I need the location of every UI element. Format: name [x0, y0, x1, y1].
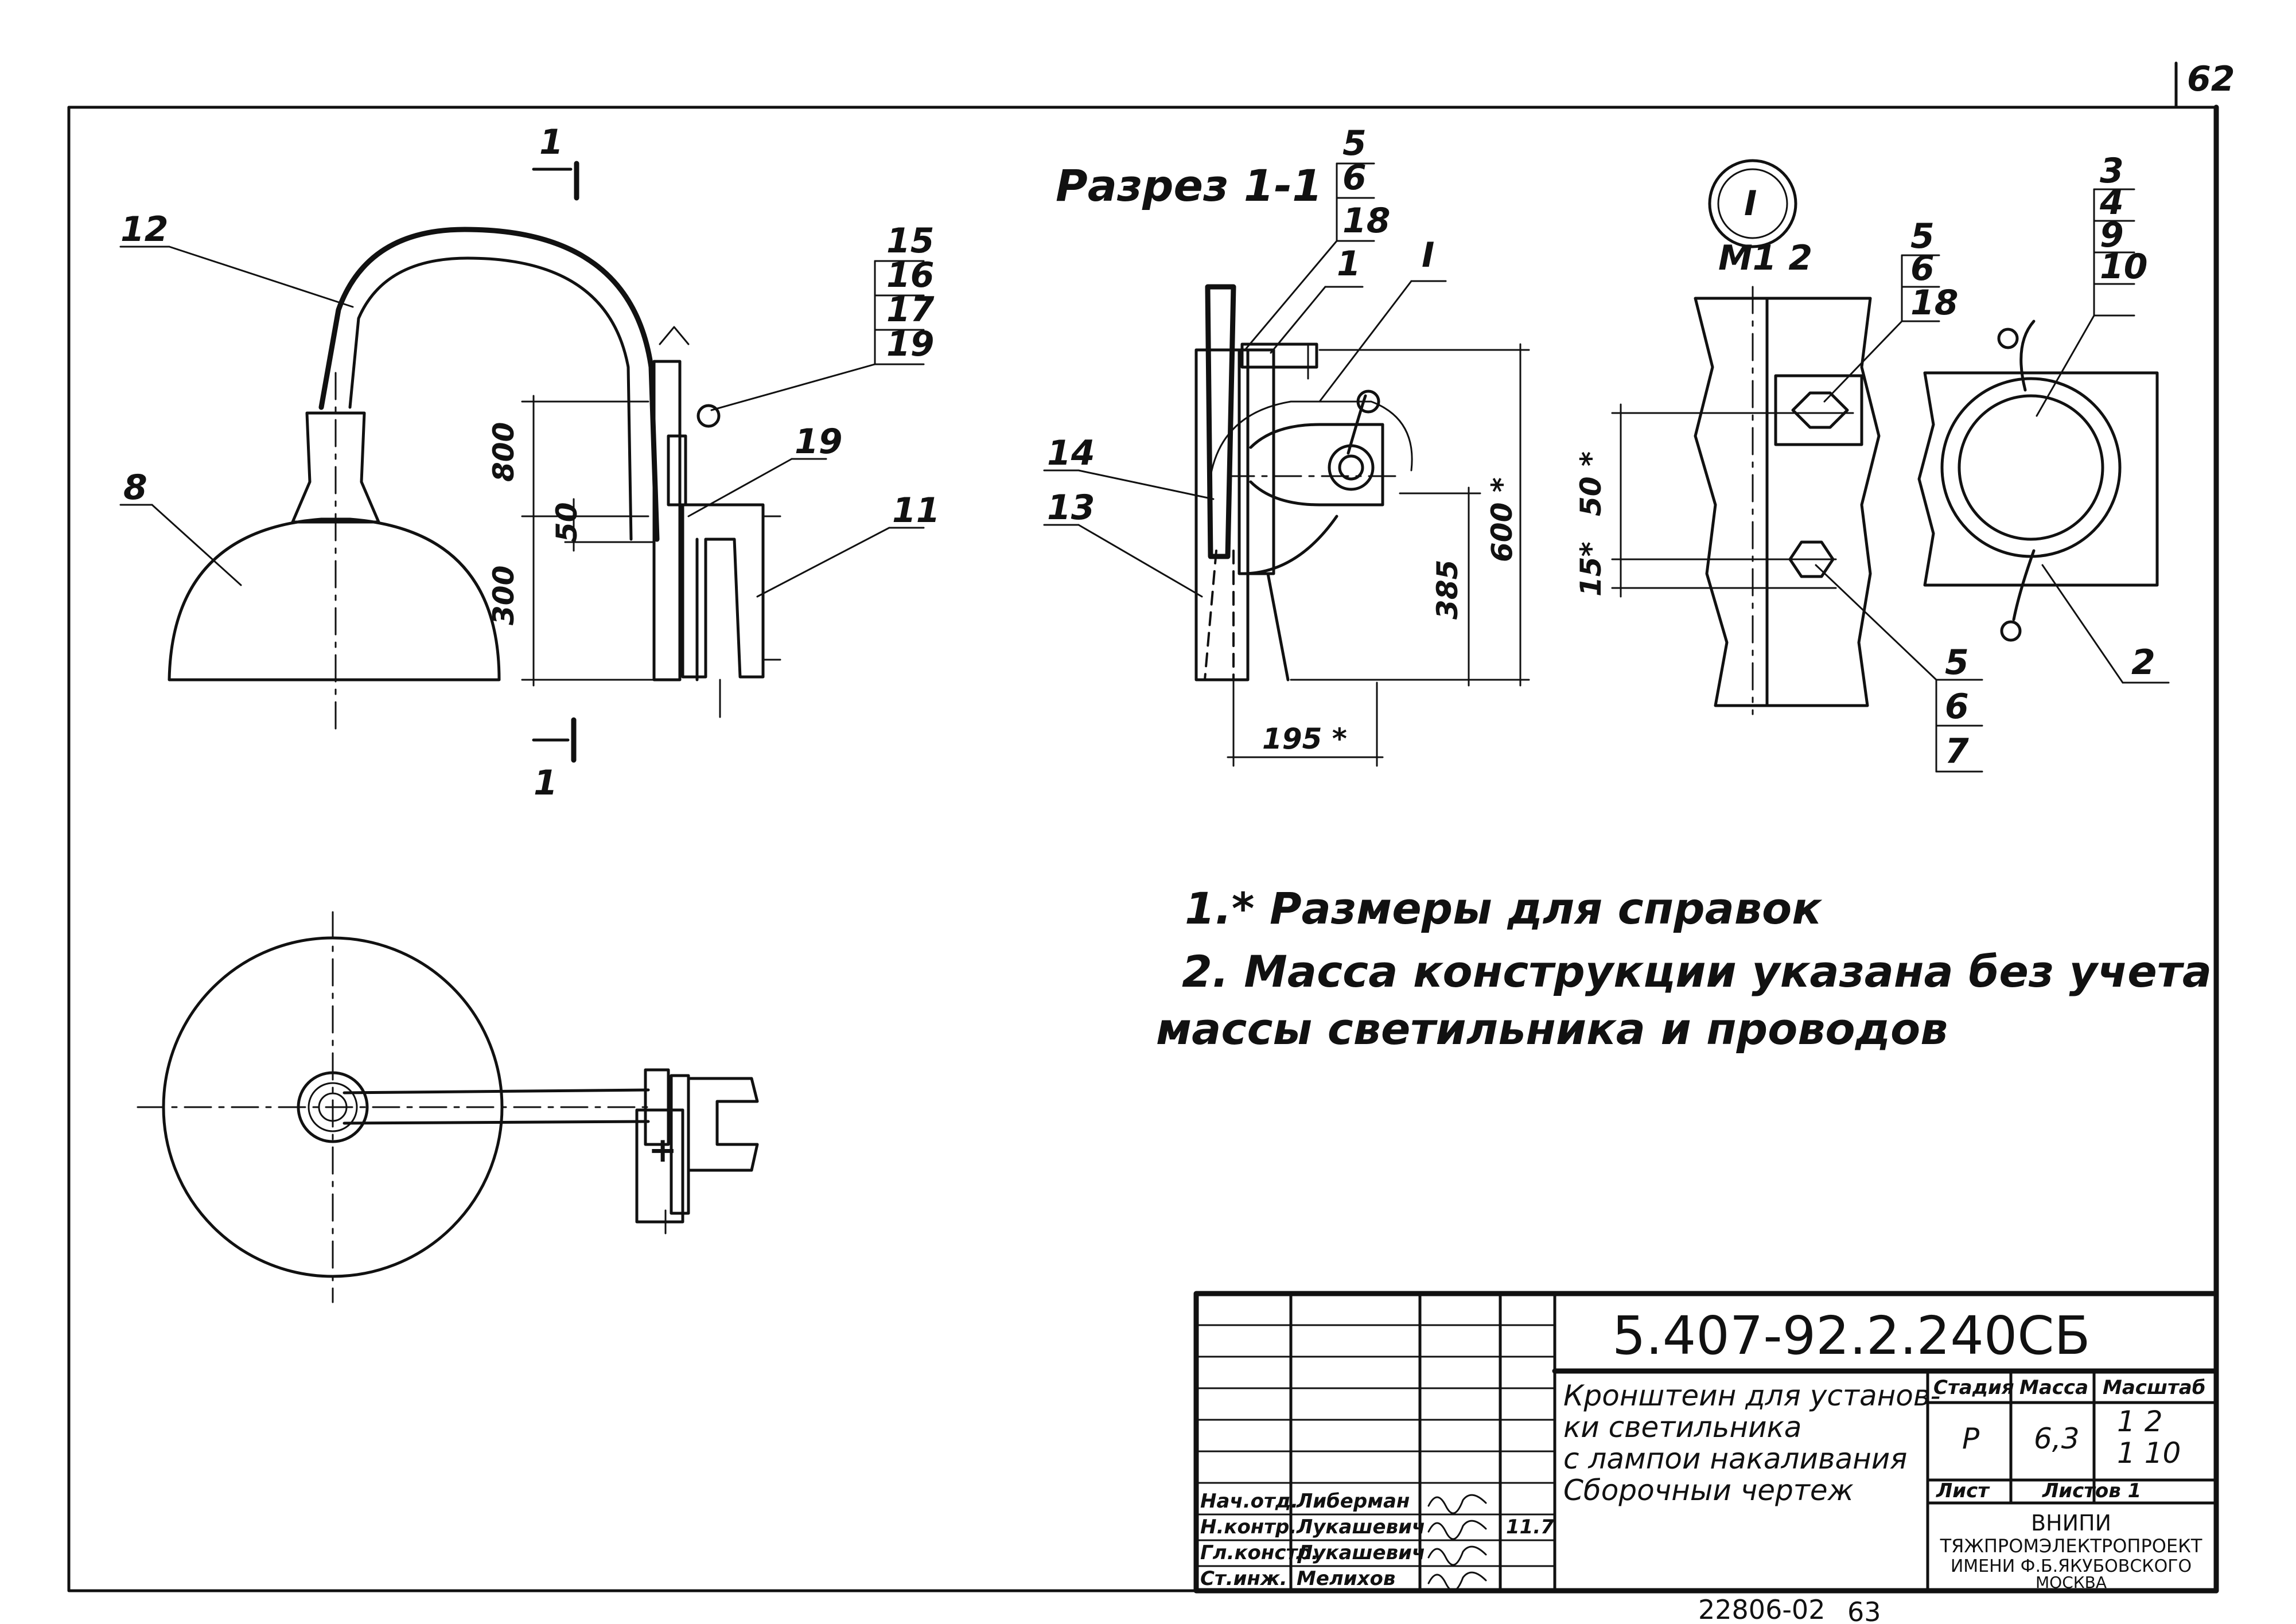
- callout-13: 13: [1047, 488, 1095, 528]
- dim-50-star: 50 *: [1574, 451, 1608, 516]
- hex-bolt-upper: [1791, 391, 1849, 429]
- callout-2: 2: [2131, 642, 2155, 683]
- callout-5-section: 5: [1342, 123, 1367, 163]
- scale-value-2: 1 10: [2117, 1436, 2181, 1470]
- callout-19: 19: [795, 422, 843, 462]
- note-2: 2. Масса конструкции указана без учета: [1182, 946, 2212, 997]
- bottom-code: 22806-02: [1698, 1594, 1825, 1624]
- bottom-page: 63: [1847, 1596, 1881, 1624]
- sheet-label: Лист: [1936, 1479, 1990, 1502]
- date-note: 11.7: [1506, 1516, 1554, 1539]
- signature-1: [1427, 1494, 1487, 1514]
- dim-600: 600 *: [1485, 477, 1519, 562]
- dim-300: 300: [487, 566, 520, 625]
- callout-stack-15-19: 15 16 17 19: [710, 221, 935, 411]
- signature-3: [1427, 1545, 1487, 1566]
- title-line-2: ки светильника: [1563, 1411, 1801, 1444]
- plan-clamp-box: [635, 1108, 684, 1224]
- name-1: Либерман: [1296, 1490, 1410, 1513]
- org-line-4: МОСКВА: [2036, 1573, 2107, 1592]
- stage-value: Р: [1962, 1422, 1980, 1455]
- dim-50: 50: [550, 502, 583, 542]
- title-line-3: с лампои накаливания: [1563, 1442, 1907, 1475]
- detail-mark-section: I: [1422, 235, 1434, 275]
- mounting-plate: [652, 360, 682, 681]
- callout-5-detail: 5: [1910, 216, 1935, 256]
- reflector-dome: [168, 517, 501, 681]
- callout-6-detail: 6: [1910, 248, 1935, 289]
- section-title: Разрез 1-1: [1056, 160, 1322, 211]
- scale-header: Масштаб: [2103, 1376, 2205, 1399]
- callout-18-section: 18: [1342, 201, 1391, 241]
- signature-2: [1427, 1520, 1487, 1540]
- role-3: Гл.констр.: [1200, 1541, 1319, 1564]
- plan-plus: +: [648, 1130, 677, 1170]
- callout-16: 16: [886, 255, 935, 295]
- detail-marker-circle: [1708, 159, 1797, 248]
- title-block: 5.407-92.2.240СБ Кронштеин для установ- …: [1193, 1291, 2219, 1594]
- pipe-inner: [1958, 394, 2104, 541]
- signature-4: [1427, 1571, 1487, 1592]
- callout-7: 7: [1945, 731, 1969, 772]
- title-line-4: Сборочныи чертеж: [1563, 1474, 1854, 1507]
- org-line-3: ИМЕНИ Ф.Б.ЯКУБОВСКОГО: [1951, 1556, 2192, 1576]
- arm-tube: [318, 227, 660, 542]
- callout-14: 14: [1047, 433, 1095, 473]
- org-line-1: ВНИПИ: [2031, 1510, 2111, 1536]
- role-2: Н.контр.: [1200, 1516, 1297, 1539]
- callout-3: 3: [2100, 151, 2124, 191]
- detail-view-I: I М1 2 50 * 15* 5 6: [1574, 151, 2170, 773]
- note-1: 1.* Размеры для справок: [1185, 883, 1823, 934]
- wall-strip: [1194, 348, 1250, 681]
- name-2: Лукашевич: [1296, 1516, 1425, 1539]
- detail-marker-id: I: [1744, 184, 1757, 224]
- section-mark-top: 1: [539, 122, 563, 162]
- callout-19b: 19: [886, 324, 935, 364]
- dim-15-star: 15*: [1574, 542, 1608, 597]
- callout-6-bottom: 6: [1945, 687, 1969, 727]
- callout-15: 15: [886, 221, 935, 261]
- sheets-label: Листов 1: [2042, 1479, 2141, 1502]
- pipe-outer: [1940, 377, 2122, 558]
- callout-1: 1: [1337, 244, 1361, 284]
- callout-10: 10: [2100, 247, 2148, 287]
- callout-11: 11: [892, 490, 940, 531]
- section-view-1-1: Разрез 1-1 I 600 * 385 195 *: [1043, 123, 1530, 767]
- notes-block: 1.* Размеры для справок 2. Масса констру…: [1156, 883, 2212, 1054]
- org-line-2: ТЯЖПРОМЭЛЕКТРОПРОЕКТ: [1940, 1535, 2202, 1557]
- role-1: Нач.отд.: [1200, 1490, 1298, 1513]
- callout-stack-5-18: 5 6 18: [1244, 123, 1391, 351]
- stage-header: Стадия: [1933, 1376, 2014, 1399]
- dim-800: 800: [487, 422, 520, 482]
- callout-6-section: 6: [1342, 158, 1367, 198]
- callout-12: 12: [120, 209, 169, 250]
- mass-header: Масса: [2019, 1376, 2088, 1399]
- side-view: 1 1 800 50 300 12 8: [119, 122, 940, 803]
- name-3: Лукашевич: [1296, 1541, 1425, 1564]
- document-designation: 5.407-92.2.240СБ: [1612, 1305, 2091, 1366]
- title-line-1: Кронштеин для установ-: [1563, 1379, 1940, 1412]
- note-3: массы светильника и проводов: [1156, 1003, 1948, 1054]
- callout-9: 9: [2100, 215, 2124, 255]
- section-mark-bottom: 1: [534, 763, 558, 803]
- callout-stack-detail-bottom: 5 6 7: [1815, 564, 1983, 773]
- plan-view: +: [137, 911, 759, 1303]
- name-4: Мелихов: [1297, 1567, 1395, 1590]
- dim-195: 195 *: [1262, 722, 1347, 755]
- page-number: 62: [2187, 59, 2235, 99]
- callout-stack-detail-right: 3 4 9 10: [2036, 151, 2148, 417]
- callout-18-detail: 18: [1910, 283, 1959, 323]
- callout-17: 17: [886, 290, 935, 330]
- scale-value-1: 1 2: [2117, 1405, 2163, 1438]
- callout-stack-detail-top: 5 6 18: [1823, 216, 1959, 403]
- callout-8: 8: [123, 468, 147, 508]
- mass-value: 6,3: [2034, 1422, 2080, 1455]
- dim-385: 385: [1431, 560, 1464, 620]
- callout-4: 4: [2099, 182, 2124, 223]
- role-4: Ст.инж.: [1200, 1567, 1287, 1590]
- detail-scale: М1 2: [1718, 238, 1812, 278]
- callout-5-bottom: 5: [1945, 642, 1969, 683]
